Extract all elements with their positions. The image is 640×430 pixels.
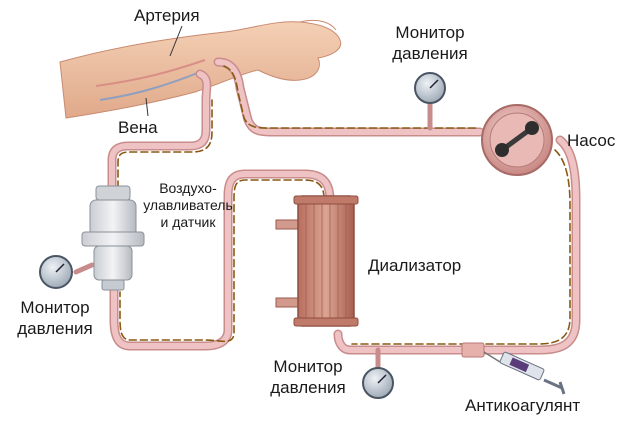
vein-label: Вена xyxy=(118,118,158,137)
blood-tubing xyxy=(73,57,581,373)
pressure-monitor-top-label: Монитор давления xyxy=(392,23,468,63)
pump-label: Насос xyxy=(567,131,616,150)
air-trap xyxy=(81,185,145,291)
pressure-gauge-bottom xyxy=(362,367,394,399)
arm xyxy=(59,19,342,119)
artery-leader xyxy=(169,25,183,57)
syringe xyxy=(461,342,566,395)
pressure-monitor-left-label: Монитор давления xyxy=(17,298,93,338)
vein-leader xyxy=(145,97,149,117)
pressure-gauge-top xyxy=(414,72,446,104)
artery-label: Артерия xyxy=(134,6,200,25)
dialyzer xyxy=(275,195,359,327)
anticoagulant-label: Антикоагулянт xyxy=(465,396,581,415)
dialyzer-label: Диализатор xyxy=(368,256,462,275)
pressure-monitor-bottom-label: Монитор давления xyxy=(270,357,346,397)
air-trap-label: Воздухо- улавливатель и датчик xyxy=(143,180,233,230)
pressure-gauge-left xyxy=(39,255,73,289)
pump xyxy=(481,104,553,176)
